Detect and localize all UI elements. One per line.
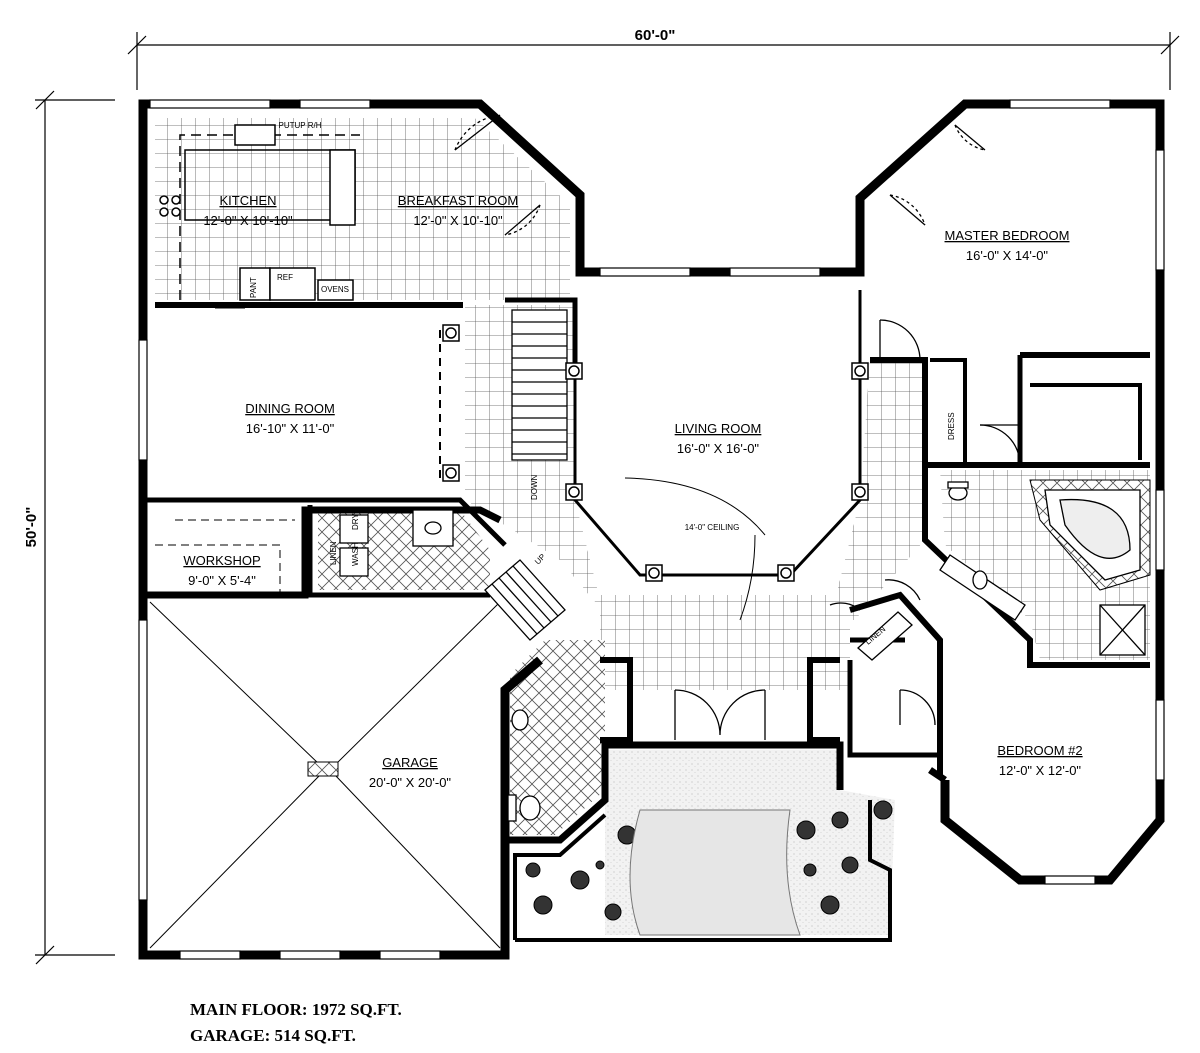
room-size-dining: 16'-10" X 11'-0" bbox=[246, 421, 335, 436]
wash-label: WASH bbox=[351, 542, 360, 566]
room-name-bedroom2: BEDROOM #2 bbox=[997, 743, 1082, 758]
room-labels: KITCHEN 12'-0" X 10'-10" BREAKFAST ROOM … bbox=[183, 193, 1082, 790]
garage-roof-lines bbox=[149, 601, 501, 949]
garage-area: GARAGE: 514 SQ.FT. bbox=[190, 1026, 356, 1045]
pantry-label: PANT bbox=[249, 277, 258, 298]
room-size-bedroom2: 12'-0" X 12'-0" bbox=[999, 763, 1082, 778]
walkway bbox=[629, 809, 801, 936]
kitchen-cabinets bbox=[159, 124, 360, 301]
linen-label: LINEN bbox=[329, 541, 338, 565]
dress-label: DRESS bbox=[947, 412, 956, 440]
garage-steps bbox=[484, 559, 566, 641]
dimension-lines bbox=[35, 32, 1180, 965]
up-label: UP bbox=[533, 552, 547, 566]
width-dimension: 60'-0" bbox=[635, 27, 676, 44]
staircase bbox=[511, 309, 568, 461]
main-floor-area: MAIN FLOOR: 1972 SQ.FT. bbox=[190, 1000, 402, 1019]
bath-fixtures bbox=[339, 481, 1146, 822]
ovens-label: OVENS bbox=[321, 285, 349, 294]
ref-label: REF bbox=[277, 273, 293, 282]
down-label: DOWN bbox=[530, 474, 539, 500]
room-name-dining: DINING ROOM bbox=[245, 401, 335, 416]
ceiling-label: 14'-0" CEILING bbox=[685, 523, 740, 532]
room-size-garage: 20'-0" X 20'-0" bbox=[369, 775, 452, 790]
dry-label: DRY bbox=[351, 513, 360, 530]
room-name-workshop: WORKSHOP bbox=[183, 553, 260, 568]
room-size-breakfast: 12'-0" X 10'-10" bbox=[413, 213, 503, 228]
room-name-garage: GARAGE bbox=[382, 755, 438, 770]
columns bbox=[442, 324, 869, 582]
room-name-kitchen: KITCHEN bbox=[219, 193, 276, 208]
range-label: PUTUP R/H bbox=[279, 121, 322, 130]
windows bbox=[138, 99, 1165, 960]
walls bbox=[138, 99, 1165, 960]
room-size-kitchen: 12'-0" X 10'-10" bbox=[203, 213, 293, 228]
doors bbox=[454, 114, 1021, 740]
room-size-living: 16'-0" X 16'-0" bbox=[677, 441, 760, 456]
room-name-master: MASTER BEDROOM bbox=[945, 228, 1070, 243]
annotations bbox=[155, 307, 766, 621]
room-name-breakfast: BREAKFAST ROOM bbox=[398, 193, 518, 208]
depth-dimension: 50'-0" bbox=[23, 507, 40, 548]
room-size-master: 16'-0" X 14'-0" bbox=[966, 248, 1049, 263]
room-size-workshop: 9'-0" X 5'-4" bbox=[188, 573, 256, 588]
porch-plants bbox=[525, 800, 893, 921]
room-name-living: LIVING ROOM bbox=[675, 421, 762, 436]
